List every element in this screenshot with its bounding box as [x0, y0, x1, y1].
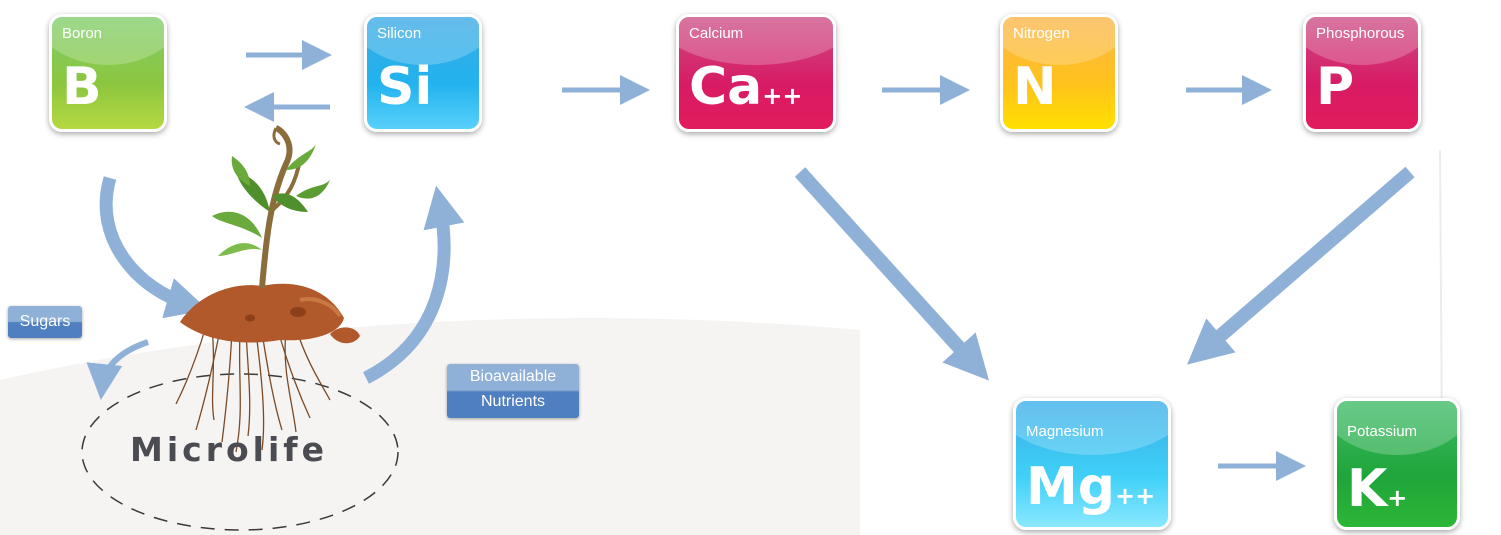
plant-illustration — [175, 125, 360, 453]
element-tile-potassium: Potassium K+ — [1334, 398, 1460, 530]
element-symbol-phosphorus: P — [1316, 57, 1355, 117]
element-symbol-nitrogen: N — [1013, 57, 1057, 117]
element-name-phosphorus: Phosphorous — [1316, 25, 1405, 42]
element-symbol-potassium: K — [1347, 459, 1388, 519]
element-charge-potassium: + — [1387, 484, 1408, 512]
element-tile-magnesium: Magnesium Mg++ — [1013, 398, 1171, 530]
arrow-phosphorus-to-magnesium — [1187, 166, 1415, 365]
element-name-nitrogen: Nitrogen — [1013, 25, 1070, 42]
arrow-boron-to-soil — [99, 176, 208, 319]
element-name-magnesium: Magnesium — [1026, 423, 1104, 440]
element-charge-magnesium: ++ — [1114, 482, 1156, 510]
element-name-potassium: Potassium — [1347, 423, 1418, 440]
bioavailable-nutrients-label: Bioavailable Nutrients — [447, 364, 579, 418]
bioavailable-line-1: Bioavailable — [469, 368, 557, 385]
element-tile-boron: Boron B — [49, 14, 167, 132]
element-symbol-calcium: Ca — [689, 57, 763, 117]
arrow-roots-to-silicon — [362, 185, 465, 384]
element-name-silicon: Silicon — [377, 25, 422, 42]
element-tile-calcium: Calcium Ca++ — [676, 14, 836, 132]
element-symbol-silicon: Si — [377, 57, 433, 117]
arrow-calcium-to-magnesium — [794, 167, 990, 381]
element-name-boron: Boron — [62, 25, 103, 42]
element-tile-phosphorus: Phosphorous P — [1303, 14, 1421, 132]
arrow-sugars-to-microlife — [86, 339, 149, 400]
bioavailable-line-2: Nutrients — [480, 393, 546, 410]
microlife-label: Microlife — [130, 430, 329, 469]
element-charge-calcium: ++ — [762, 82, 803, 110]
microlife-circle — [81, 373, 399, 531]
element-symbol-magnesium: Mg — [1026, 457, 1115, 517]
element-tile-nitrogen: Nitrogen N — [1000, 14, 1118, 132]
element-name-calcium: Calcium — [689, 25, 744, 42]
element-tile-silicon: Silicon Si — [364, 14, 482, 132]
sugars-label: Sugars — [8, 306, 82, 338]
element-symbol-boron: B — [62, 57, 102, 117]
